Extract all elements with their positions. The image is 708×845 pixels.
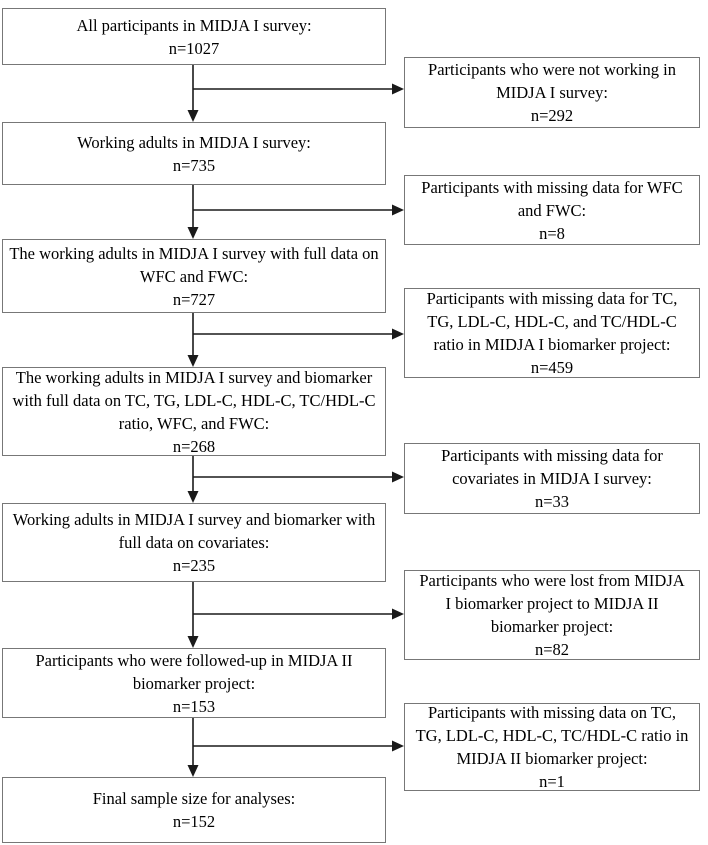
arrowhead-right-icon — [392, 328, 404, 340]
flow-box-label: Participants who were followed-up in MID… — [35, 650, 353, 693]
arrowhead-down-icon — [187, 636, 199, 648]
exclusion-box-count: n=292 — [530, 106, 574, 125]
flow-box-final-sample: Final sample size for analyses: n=152 — [2, 777, 386, 843]
exclusion-box-lost-followup: Participants who were lost from MIDJA I … — [404, 570, 700, 660]
arrowhead-right-icon — [392, 204, 404, 216]
flow-box-count: n=727 — [172, 289, 216, 309]
exclusion-box-count: n=459 — [530, 358, 574, 377]
arrowhead-right-icon — [392, 608, 404, 620]
exclusion-box-label: Participants who were lost from MIDJA I … — [419, 571, 685, 636]
arrowhead-down-icon — [187, 765, 199, 777]
flow-box-count: n=235 — [172, 556, 216, 575]
exclusion-box-missing-lipids-midja2: Participants with missing data on TC, TG… — [404, 703, 700, 791]
flow-box-working-adults: Working adults in MIDJA I survey: n=735 — [2, 122, 386, 185]
exclusion-box-not-working: Participants who were not working in MID… — [404, 57, 700, 128]
flow-box-count: n=152 — [172, 812, 216, 831]
exclusion-box-missing-lipids-midja1: Participants with missing data for TC, T… — [404, 288, 700, 378]
exclusion-box-label: Participants with missing data for WFC a… — [421, 177, 683, 220]
flow-box-full-data-wfc-fwc: The working adults in MIDJA I survey wit… — [2, 239, 386, 313]
flow-box-label: Working adults in MIDJA I survey and bio… — [12, 510, 376, 552]
arrowhead-down-icon — [187, 110, 199, 122]
exclusion-box-label: Participants with missing data on TC, TG… — [415, 703, 689, 768]
flow-box-label: Working adults in MIDJA I survey: — [77, 132, 311, 152]
flow-box-label: The working adults in MIDJA I survey and… — [12, 367, 376, 433]
flow-box-label: The working adults in MIDJA I survey wit… — [9, 243, 379, 286]
flow-box-followed-up: Participants who were followed-up in MID… — [2, 648, 386, 718]
arrowhead-right-icon — [392, 740, 404, 752]
arrowhead-right-icon — [392, 83, 404, 95]
exclusion-box-label: Participants with missing data for covar… — [441, 446, 663, 488]
arrowhead-down-icon — [187, 227, 199, 239]
exclusion-box-count: n=33 — [534, 492, 570, 511]
exclusion-box-count: n=8 — [539, 223, 565, 243]
flow-box-count: n=153 — [172, 696, 216, 716]
arrowhead-down-icon — [187, 491, 199, 503]
exclusion-box-label: Participants who were not working in MID… — [428, 60, 676, 102]
exclusion-box-count: n=1 — [539, 772, 565, 791]
flow-box-count: n=1027 — [168, 38, 220, 58]
flow-box-full-data-covariates: Working adults in MIDJA I survey and bio… — [2, 503, 386, 582]
flow-box-full-data-biomarker: The working adults in MIDJA I survey and… — [2, 367, 386, 456]
flow-box-label: Final sample size for analyses: — [92, 789, 296, 808]
flow-box-label: All participants in MIDJA I survey: — [76, 15, 312, 35]
exclusion-box-count: n=82 — [534, 640, 570, 659]
exclusion-box-missing-covariates: Participants with missing data for covar… — [404, 443, 700, 514]
flow-box-count: n=735 — [172, 155, 216, 175]
exclusion-box-missing-wfc-fwc: Participants with missing data for WFC a… — [404, 175, 700, 245]
flow-box-count: n=268 — [172, 436, 216, 456]
exclusion-box-label: Participants with missing data for TC, T… — [426, 289, 678, 354]
arrowhead-right-icon — [392, 471, 404, 483]
flow-box-all-participants: All participants in MIDJA I survey: n=10… — [2, 8, 386, 65]
